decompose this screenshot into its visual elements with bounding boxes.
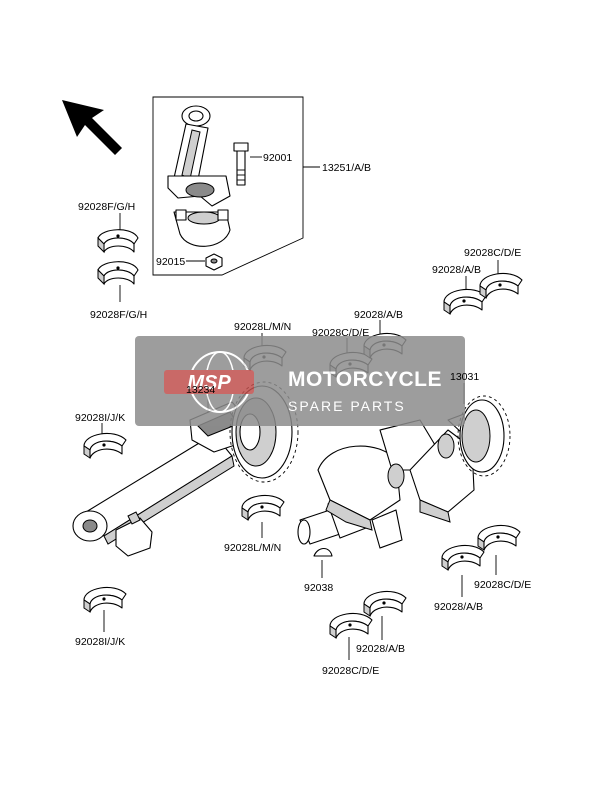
label-crankshaft: 13031 — [450, 371, 479, 383]
label-conrod-nut: 92015 — [156, 256, 185, 268]
crank-bearing-cde-bottom-shell — [329, 612, 373, 639]
balancer-bearing-left-shell — [83, 432, 127, 459]
watermark-logo-icon: MSP — [164, 351, 254, 413]
label-crank-bearing-cde-lower-right: 92028C/D/E — [474, 579, 531, 591]
label-balancer-bearing-bottom: 92028L/M/N — [224, 542, 281, 554]
crankshaft-gear — [457, 395, 511, 477]
label-crank-bearing-ab-lower-right: 92028/A/B — [434, 601, 483, 613]
balancer-bearing-bottom-shell — [241, 494, 285, 521]
crank-bearing-ab-lower-right-shell — [441, 544, 485, 571]
conrod-nut — [205, 253, 223, 271]
label-crank-bearing-ab-right: 92028/A/B — [432, 264, 481, 276]
balancer-bearing-lower-left-shell — [83, 586, 127, 613]
label-balancer-bearing-left: 92028I/J/K — [75, 412, 125, 424]
conrod-bearing-lower-shell — [97, 261, 139, 285]
conrod-bolt — [233, 142, 249, 186]
label-crank-bearing-ab-mid: 92028/A/B — [354, 309, 403, 321]
label-balancer-bearing-top: 92028L/M/N — [234, 321, 291, 333]
woodruff-key — [313, 547, 333, 557]
label-balancer-bearing-lower-left: 92028I/J/K — [75, 636, 125, 648]
crank-bearing-ab-bottom-shell — [363, 590, 407, 617]
watermark-badge: MSP — [187, 372, 231, 394]
label-conrod-bearing-upper: 92028F/G/H — [78, 201, 135, 213]
label-key: 92038 — [304, 582, 333, 594]
front-direction-arrow-icon — [62, 100, 122, 155]
watermark-subtitle: SPARE PARTS — [288, 398, 406, 414]
conrod-assembly-box — [152, 96, 304, 276]
label-crank-bearing-cde-mid: 92028C/D/E — [312, 327, 369, 339]
label-crank-bearing-cde-right: 92028C/D/E — [464, 247, 521, 259]
label-crank-bearing-ab-bottom: 92028/A/B — [356, 643, 405, 655]
label-conrod-bolt: 92001 — [263, 152, 292, 164]
crankshaft — [297, 395, 511, 549]
label-conrod-bearing-lower: 92028F/G/H — [90, 309, 147, 321]
conrod-bearing-upper-shell — [97, 229, 139, 253]
watermark: MSP MOTORCYCLE SPARE PARTS — [135, 336, 465, 426]
connecting-rod — [167, 105, 231, 247]
crank-bearing-cde-right-shell — [479, 272, 523, 299]
watermark-title: MOTORCYCLE — [288, 368, 442, 391]
label-conrod-assembly: 13251/A/B — [322, 162, 371, 174]
label-crank-bearing-cde-bottom: 92028C/D/E — [322, 665, 379, 677]
label-balancer-shaft: 13234 — [186, 384, 215, 396]
crank-bearing-cde-lower-right-shell — [477, 524, 521, 551]
